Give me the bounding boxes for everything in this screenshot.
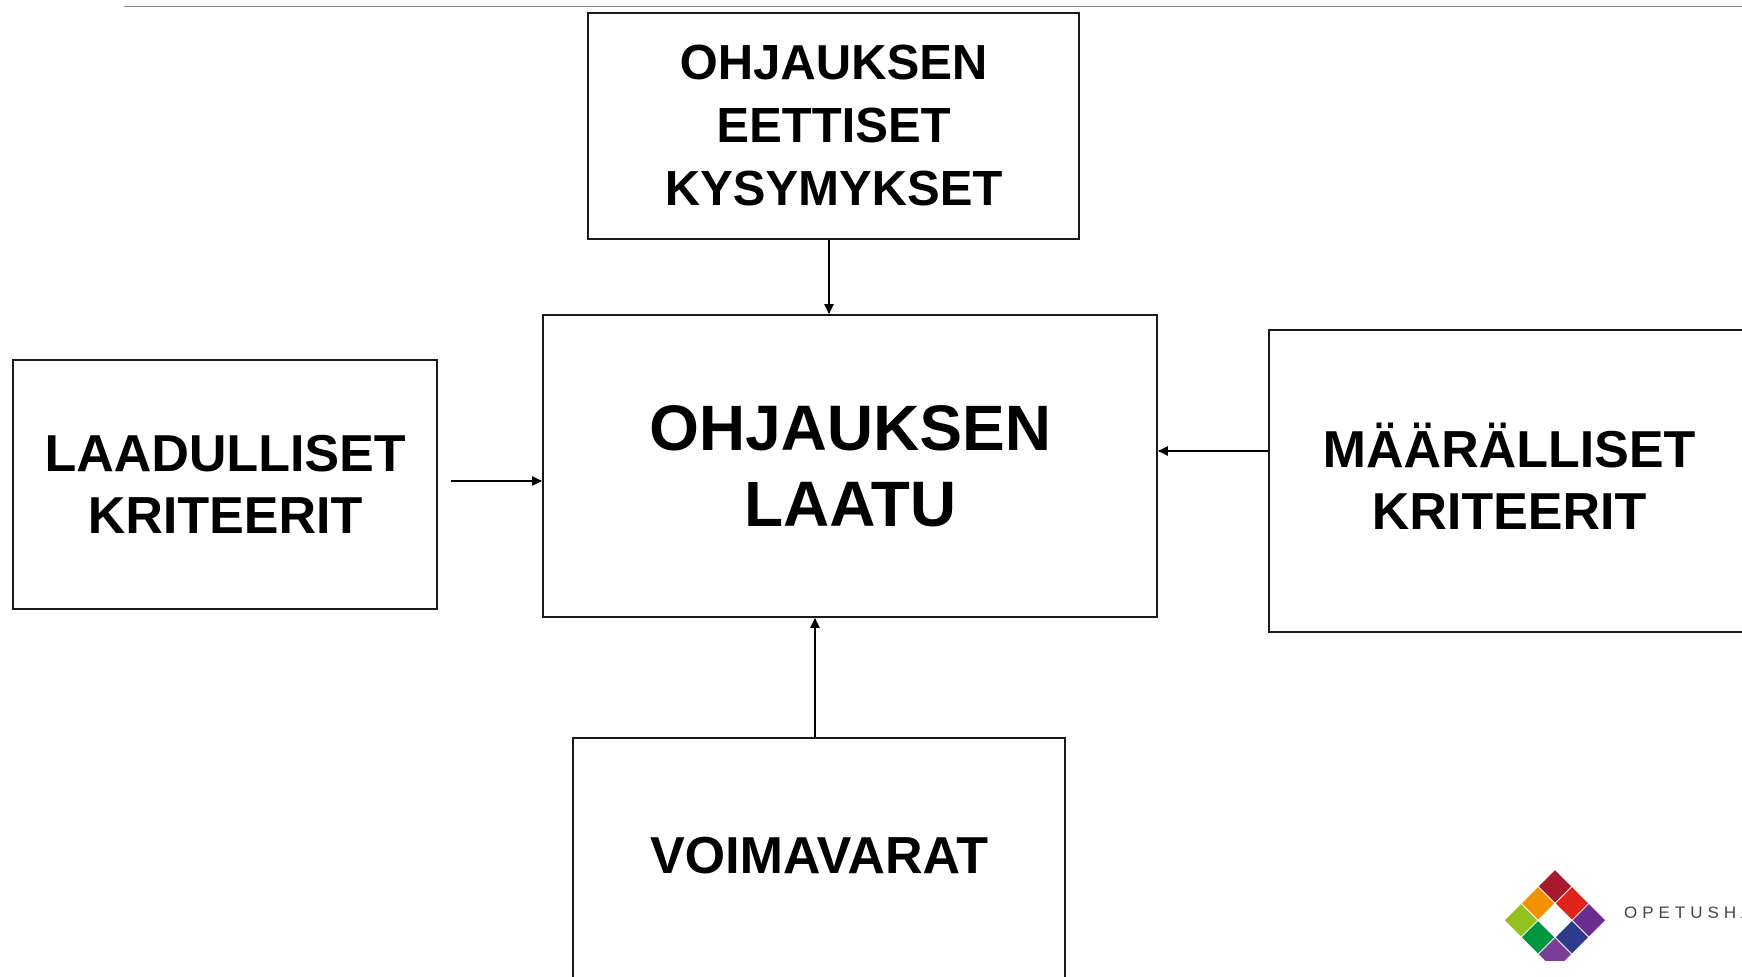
resources-line-1: VOIMAVARAT — [650, 827, 988, 885]
logo-tile — [1538, 937, 1572, 961]
qualitative-line-1: LAADULLISET — [44, 424, 406, 483]
opetushallitus-logo: OPETUSHA — [1500, 866, 1742, 961]
logo-center-tile — [1538, 904, 1572, 937]
qualitative-line-2: KRITEERIT — [87, 486, 363, 545]
ethics-box: OHJAUKSEN EETTISET KYSYMYKSET — [587, 12, 1080, 240]
guidance-quality-box: OHJAUKSEN LAATU — [542, 314, 1158, 618]
resources-box: VOIMAVARAT — [572, 737, 1066, 977]
ethics-line-3: KYSYMYKSET — [664, 161, 1003, 216]
ethics-line-2: EETTISET — [716, 98, 951, 153]
quantitative-line-2: KRITEERIT — [1371, 483, 1647, 541]
diamond-logo-icon — [1504, 870, 1606, 961]
quality-line-2: LAATU — [743, 468, 957, 540]
qualitative-criteria-box: LAADULLISET KRITEERIT — [12, 359, 438, 610]
logo-wordmark: OPETUSHA — [1624, 903, 1742, 922]
logo-tile — [1521, 887, 1555, 920]
logo-tile — [1555, 887, 1589, 920]
quality-line-1: OHJAUKSEN — [649, 392, 1051, 464]
ethics-line-1: OHJAUKSEN — [679, 35, 988, 90]
header-rule — [124, 6, 1742, 7]
quantitative-line-1: MÄÄRÄLLISET — [1322, 421, 1696, 479]
quantitative-criteria-box: MÄÄRÄLLISET KRITEERIT — [1268, 329, 1742, 633]
